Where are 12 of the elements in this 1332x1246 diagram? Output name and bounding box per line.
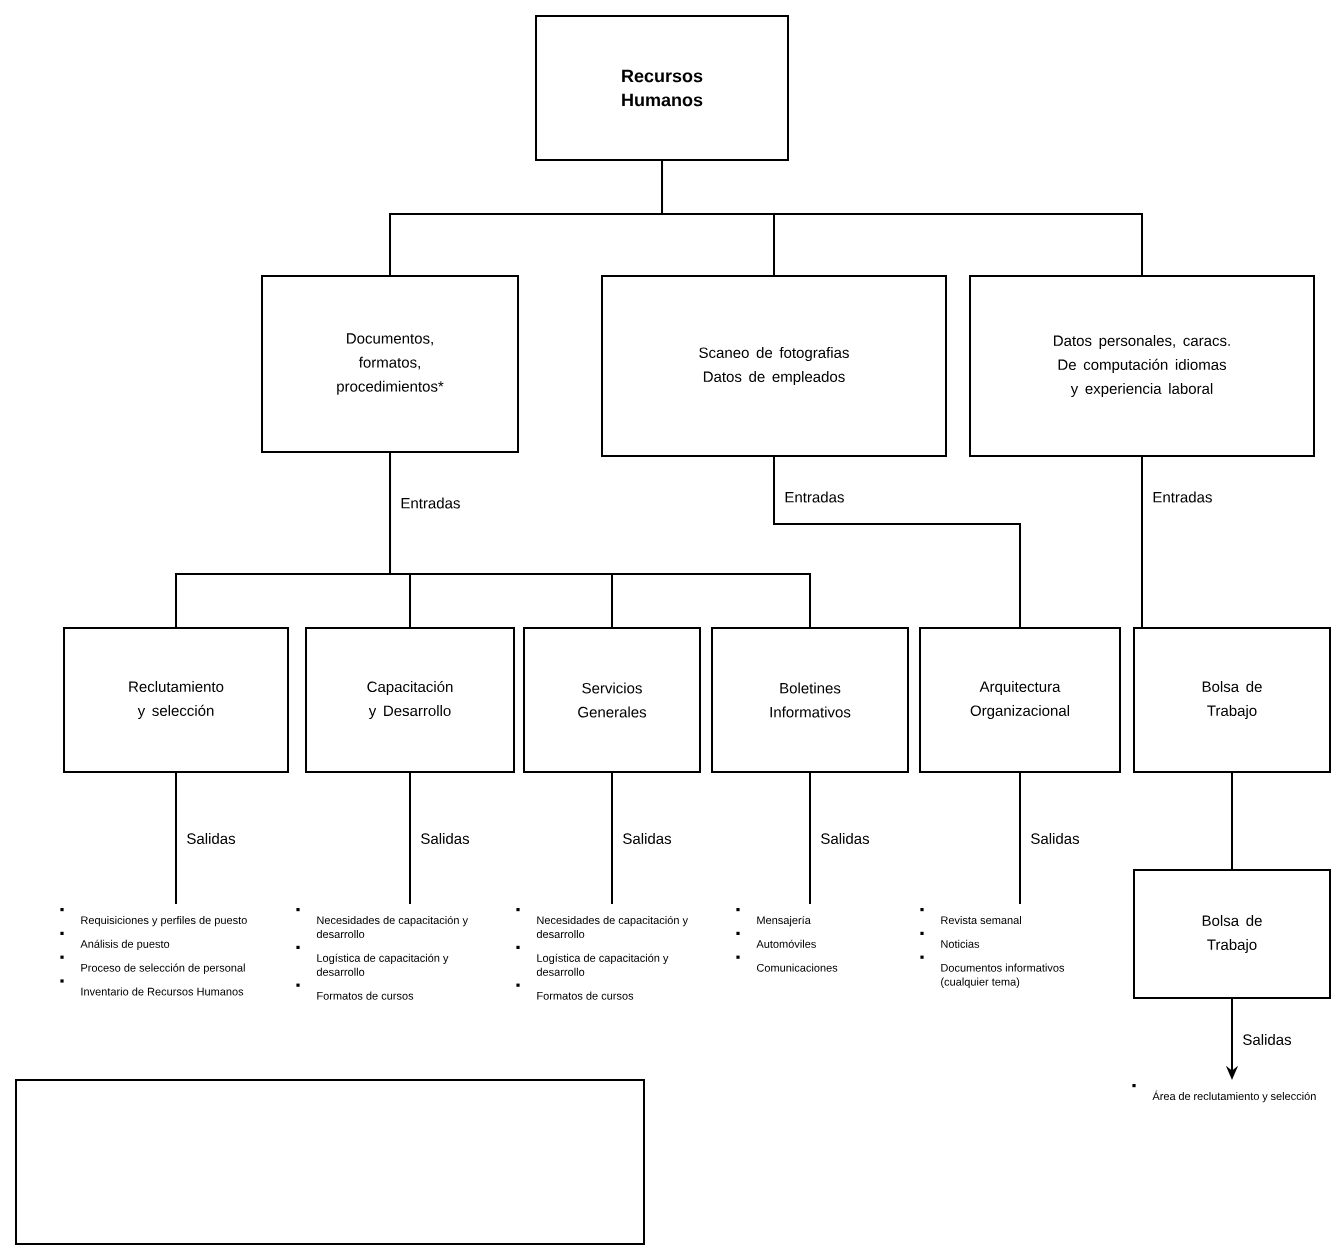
connector xyxy=(389,452,811,628)
title-box: Recursos Humanos xyxy=(535,15,789,161)
connector xyxy=(1141,456,1143,628)
connector xyxy=(1231,772,1233,870)
connector xyxy=(1019,772,1021,905)
connector xyxy=(175,772,177,905)
empty-box xyxy=(15,1079,645,1245)
connector xyxy=(809,772,811,905)
connector xyxy=(611,772,613,905)
connector xyxy=(409,772,411,905)
connector xyxy=(661,160,1143,276)
connector xyxy=(773,456,1021,628)
